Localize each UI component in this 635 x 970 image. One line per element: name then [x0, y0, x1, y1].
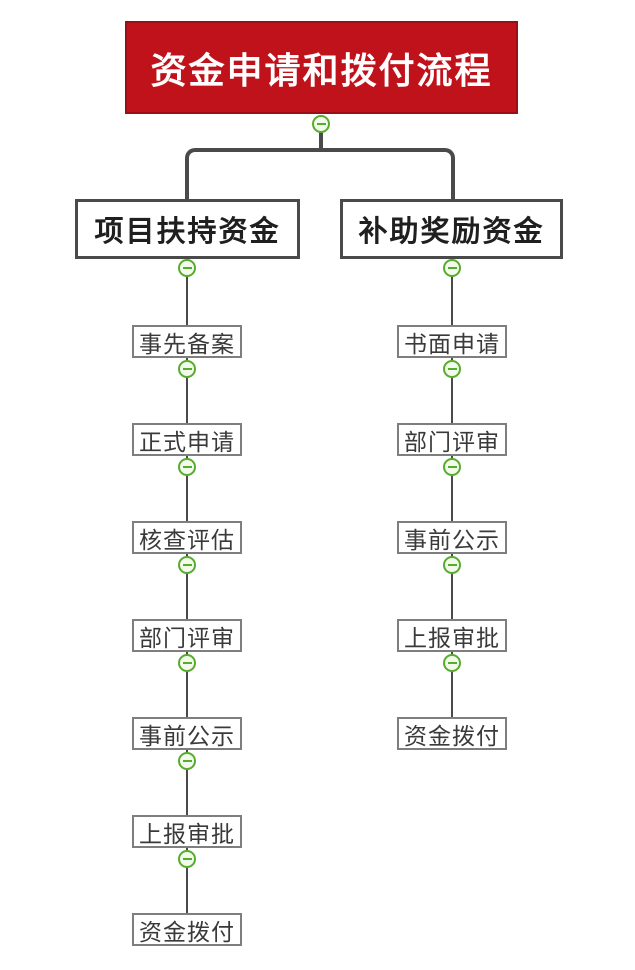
minus-icon [182, 760, 192, 762]
connector-branch-split [185, 148, 455, 200]
minus-icon [447, 564, 457, 566]
connector-left-4 [186, 652, 188, 717]
collapse-minus-icon[interactable] [443, 556, 461, 574]
step-node[interactable]: 事先备案 [132, 325, 242, 358]
connector-left-5 [186, 750, 188, 815]
minus-icon [182, 858, 192, 860]
step-node[interactable]: 核查评估 [132, 521, 242, 554]
step-node[interactable]: 部门评审 [132, 619, 242, 652]
step-node[interactable]: 事前公示 [132, 717, 242, 750]
connector-left-3 [186, 554, 188, 619]
step-node[interactable]: 资金拨付 [132, 913, 242, 946]
collapse-minus-icon[interactable] [443, 458, 461, 476]
connector-right-2 [451, 456, 453, 521]
minus-icon [182, 466, 192, 468]
connector-root-stem [319, 131, 323, 150]
step-node[interactable]: 正式申请 [132, 423, 242, 456]
collapse-minus-icon[interactable] [178, 458, 196, 476]
minus-icon [447, 368, 457, 370]
collapse-minus-icon[interactable] [443, 654, 461, 672]
connector-right-1 [451, 358, 453, 423]
branch-topic-subsidy-reward[interactable]: 补助奖励资金 [340, 199, 563, 259]
root-topic[interactable]: 资金申请和拨付流程 [125, 21, 518, 114]
branch-topic-project-support[interactable]: 项目扶持资金 [75, 199, 300, 259]
collapse-minus-icon[interactable] [178, 259, 196, 277]
minus-icon [447, 267, 457, 269]
connector-left-1 [186, 358, 188, 423]
step-node[interactable]: 资金拨付 [397, 717, 507, 750]
connector-left-6 [186, 848, 188, 913]
step-node[interactable]: 部门评审 [397, 423, 507, 456]
collapse-minus-icon[interactable] [312, 115, 330, 133]
step-node[interactable]: 事前公示 [397, 521, 507, 554]
step-node[interactable]: 上报审批 [397, 619, 507, 652]
minus-icon [182, 267, 192, 269]
minus-icon [182, 564, 192, 566]
collapse-minus-icon[interactable] [178, 850, 196, 868]
collapse-minus-icon[interactable] [178, 752, 196, 770]
minus-icon [182, 368, 192, 370]
connector-right-0 [451, 259, 453, 325]
connector-right-3 [451, 554, 453, 619]
minus-icon [182, 662, 192, 664]
step-node[interactable]: 上报审批 [132, 815, 242, 848]
collapse-minus-icon[interactable] [443, 360, 461, 378]
collapse-minus-icon[interactable] [178, 360, 196, 378]
minus-icon [447, 662, 457, 664]
collapse-minus-icon[interactable] [178, 654, 196, 672]
connector-left-2 [186, 456, 188, 521]
collapse-minus-icon[interactable] [443, 259, 461, 277]
minus-icon [316, 123, 326, 125]
collapse-minus-icon[interactable] [178, 556, 196, 574]
connector-left-0 [186, 259, 188, 325]
step-node[interactable]: 书面申请 [397, 325, 507, 358]
connector-right-4 [451, 652, 453, 717]
minus-icon [447, 466, 457, 468]
